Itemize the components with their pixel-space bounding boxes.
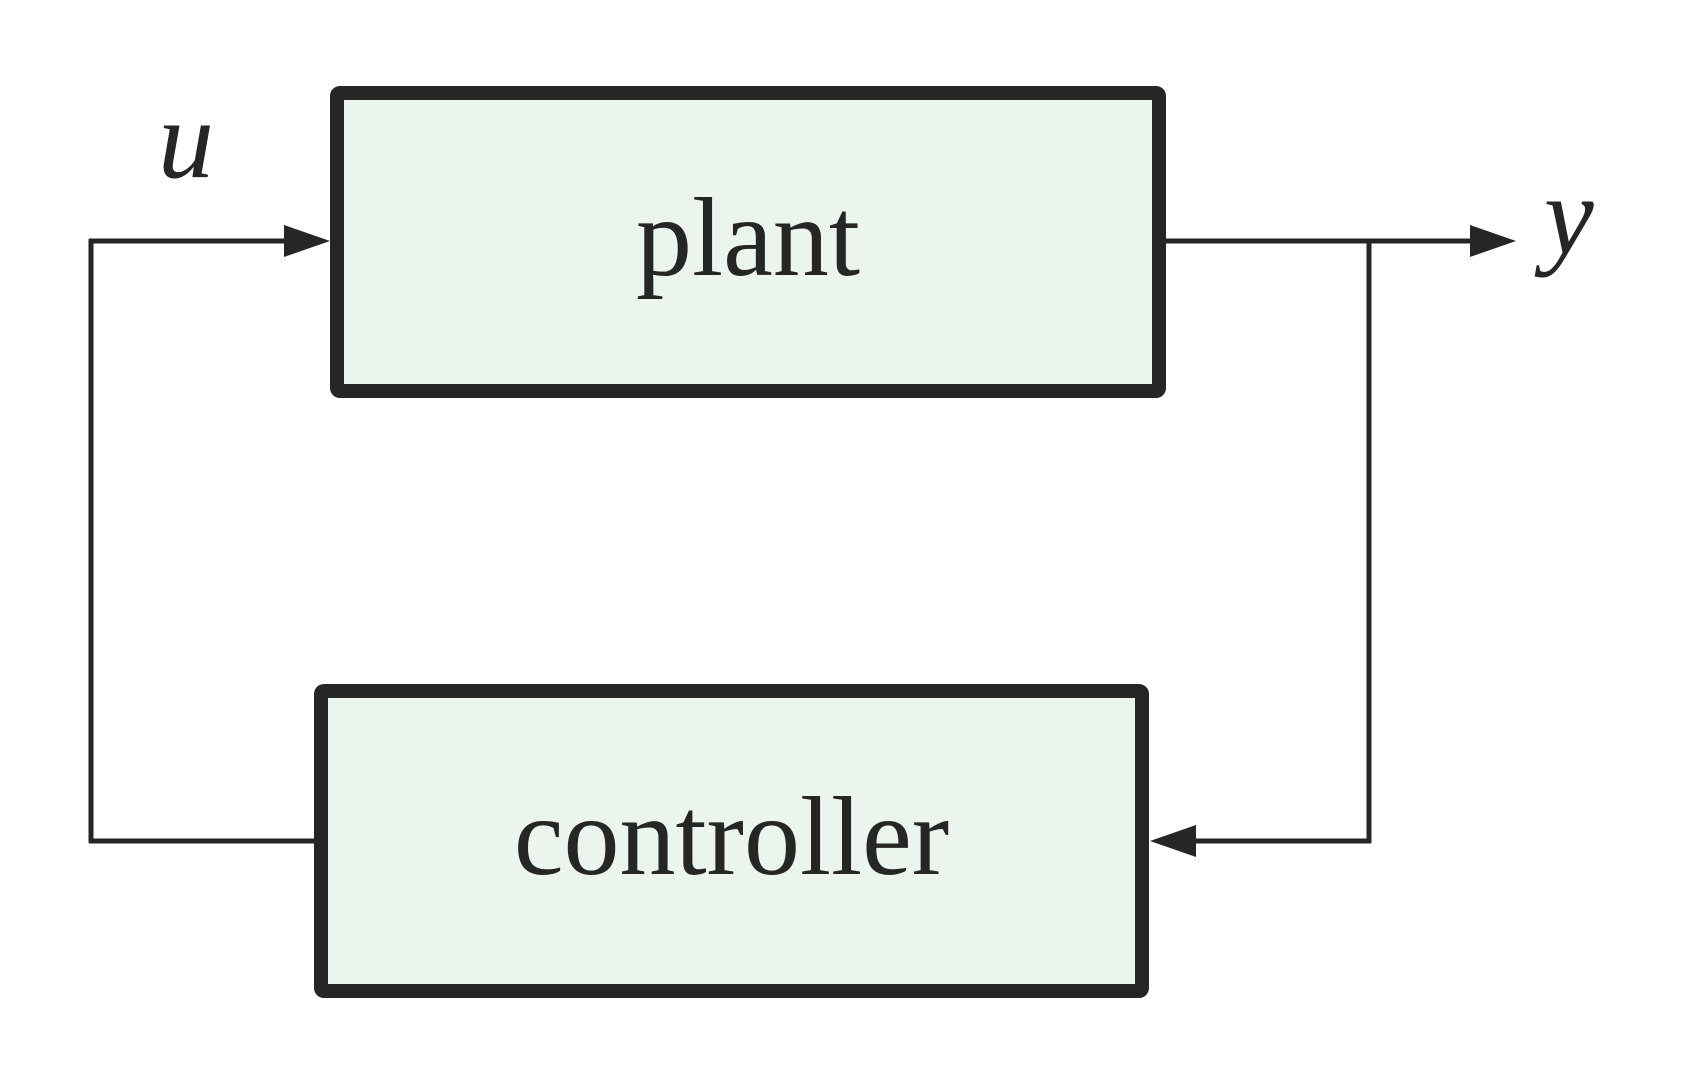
arrowhead-into-controller: [1150, 825, 1196, 857]
arrowhead-into-plant: [284, 225, 330, 257]
arrowhead-output-y: [1470, 225, 1516, 257]
signal-label-y: y: [1544, 154, 1594, 278]
plant-block: plant: [330, 86, 1166, 398]
controller-block: controller: [314, 684, 1149, 998]
controller-block-label: controller: [513, 775, 950, 899]
plant-block-label: plant: [636, 176, 860, 300]
signal-label-u: u: [158, 78, 214, 202]
